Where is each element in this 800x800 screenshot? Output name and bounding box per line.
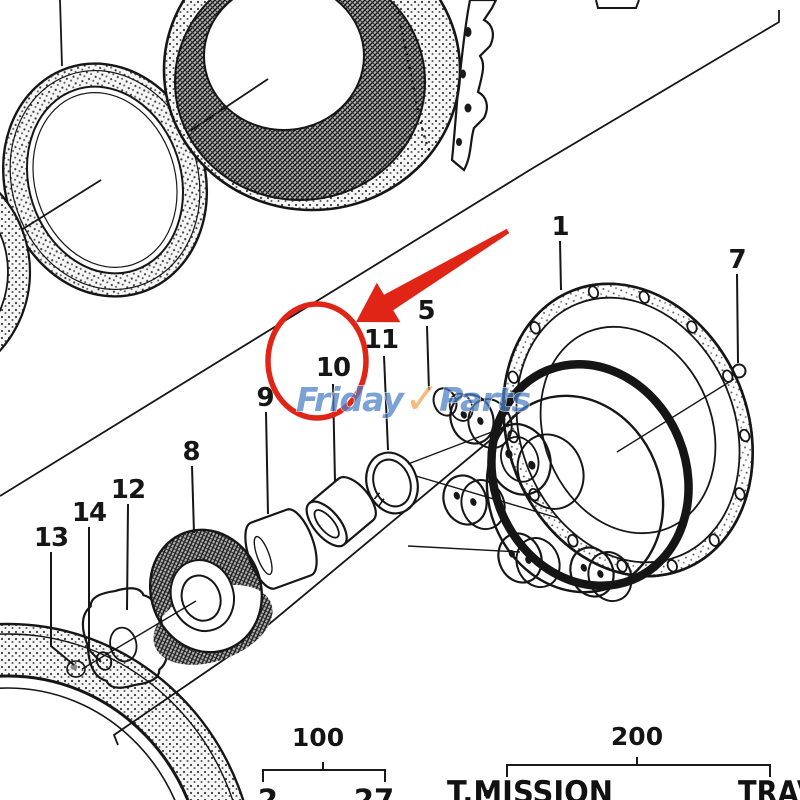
svg-text:Friday ✓ Parts: Friday ✓ Parts	[296, 374, 530, 423]
part-boss-d	[569, 546, 633, 603]
part-stopper-plate-12	[81, 587, 169, 689]
label-part-1: 1	[551, 212, 568, 242]
sub-number-right: 27	[354, 783, 394, 800]
leader-line-ring-gear	[189, 78, 269, 132]
part-ring-sliver	[0, 191, 32, 353]
label-part-9: 9	[256, 383, 273, 413]
group-code-200: 200	[611, 722, 663, 751]
group-code-100: 100	[292, 723, 344, 752]
axis-line-upper-boss	[407, 429, 498, 465]
watermark-text-secondary: Parts	[439, 380, 530, 419]
boundary-line-upper	[0, 10, 780, 497]
axis-line-lower-boss	[407, 545, 521, 553]
part-boss-c	[497, 532, 561, 589]
sub-number-left: 2	[258, 783, 278, 800]
part-housing-flange-strip	[396, 0, 498, 172]
part-bearing-8	[148, 528, 273, 665]
part-sleeve-10	[305, 476, 377, 548]
part-bolt-13	[66, 660, 86, 678]
boundary-line-lower	[112, 431, 501, 746]
watermark: Friday ✓ Parts	[295, 373, 532, 424]
housing-top-notch	[595, 0, 640, 9]
label-part-11: 11	[364, 325, 398, 355]
part-oring-seal	[487, 359, 693, 591]
highlight-circle	[265, 301, 369, 421]
section-label-tmission: T.MISSION	[447, 775, 613, 800]
part-plug-7	[731, 363, 747, 379]
check-swoosh-icon: ✓	[404, 374, 438, 423]
watermark-text-primary: Friday	[296, 380, 405, 419]
period-dot	[484, 790, 489, 796]
label-part-14: 14	[72, 498, 106, 528]
label-part-12: 12	[111, 475, 145, 505]
label-part-7: 7	[728, 245, 745, 275]
label-part-5: 5	[417, 296, 434, 326]
label-part-10: 10	[316, 353, 350, 383]
part-boss-a	[449, 393, 513, 450]
flange-bolt-holes	[507, 285, 751, 573]
part-center-coupling	[487, 423, 585, 510]
part-corner-ring	[0, 622, 245, 800]
label-part-13: 13	[34, 523, 68, 553]
part-boss-b	[442, 474, 506, 531]
leader-line-seal-ring-top	[59, 0, 63, 67]
leader-line-part7-mount	[616, 378, 735, 453]
highlight-arrow-icon	[356, 228, 510, 323]
part-washer-14	[95, 651, 113, 671]
section-label-travel: TRAV	[738, 775, 800, 800]
leader-lines	[50, 240, 739, 666]
bolt-highlight	[70, 664, 78, 670]
leader-line-seal-ring	[17, 179, 102, 233]
part-pin-5	[432, 387, 474, 422]
label-part-8: 8	[182, 437, 199, 467]
group-bracket-100	[262, 762, 386, 782]
group-bracket-200	[506, 757, 771, 777]
part-ring-gear-drum	[162, 0, 462, 212]
part-snap-ring-11	[365, 451, 419, 515]
part-roller-cage-9	[244, 508, 318, 590]
